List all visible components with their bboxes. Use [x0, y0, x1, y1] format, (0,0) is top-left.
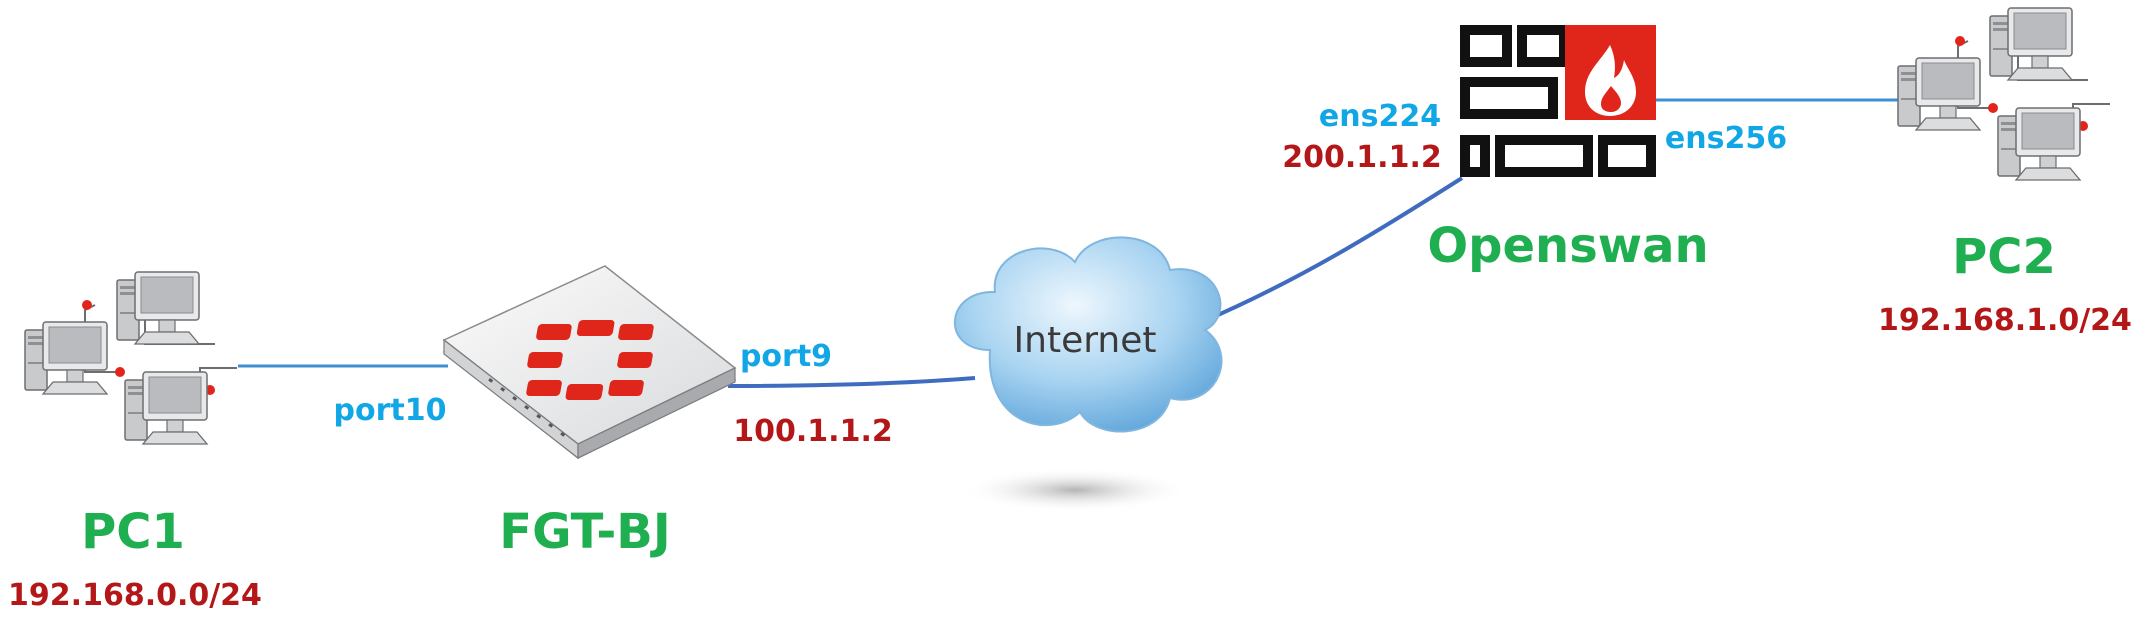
fortigate-appliance-icon[interactable]: [442, 265, 737, 460]
link-fgt-internet: [727, 376, 976, 388]
fortinet-logo-icon: [526, 320, 654, 400]
pc2-computer-cluster-icon[interactable]: [1897, 7, 2110, 181]
openswan-lan-port-label: ens256: [1665, 121, 1787, 156]
pc1-computer-cluster-icon[interactable]: [24, 271, 237, 445]
fgt-wan-port-label: port9: [740, 339, 832, 374]
internet-cloud-icon[interactable]: Internet: [953, 236, 1223, 512]
fortigate-port-strip: [488, 378, 566, 437]
openswan-name-label: Openswan: [1427, 218, 1708, 274]
openswan-wan-port-label: ens224: [1319, 99, 1441, 134]
flame-icon: [1585, 45, 1636, 116]
fgt-name-label: FGT-BJ: [499, 504, 670, 560]
fgt-lan-port-label: port10: [334, 393, 447, 428]
fgt-wan-ip-label: 100.1.1.2: [733, 414, 892, 449]
pc1-subnet-label: 192.168.0.0/24: [8, 578, 262, 613]
pc2-subnet-label: 192.168.1.0/24: [1878, 303, 2132, 338]
cloud-shadow: [960, 468, 1190, 512]
link-internet-openswan: [1201, 176, 1464, 324]
pc2-name-label: PC2: [1952, 229, 2056, 285]
pc1-name-label: PC1: [81, 504, 185, 560]
internet-label: Internet: [1014, 320, 1157, 361]
brick-firewall-icon[interactable]: [1460, 25, 1656, 177]
openswan-wan-ip-label: 200.1.1.2: [1282, 140, 1441, 175]
